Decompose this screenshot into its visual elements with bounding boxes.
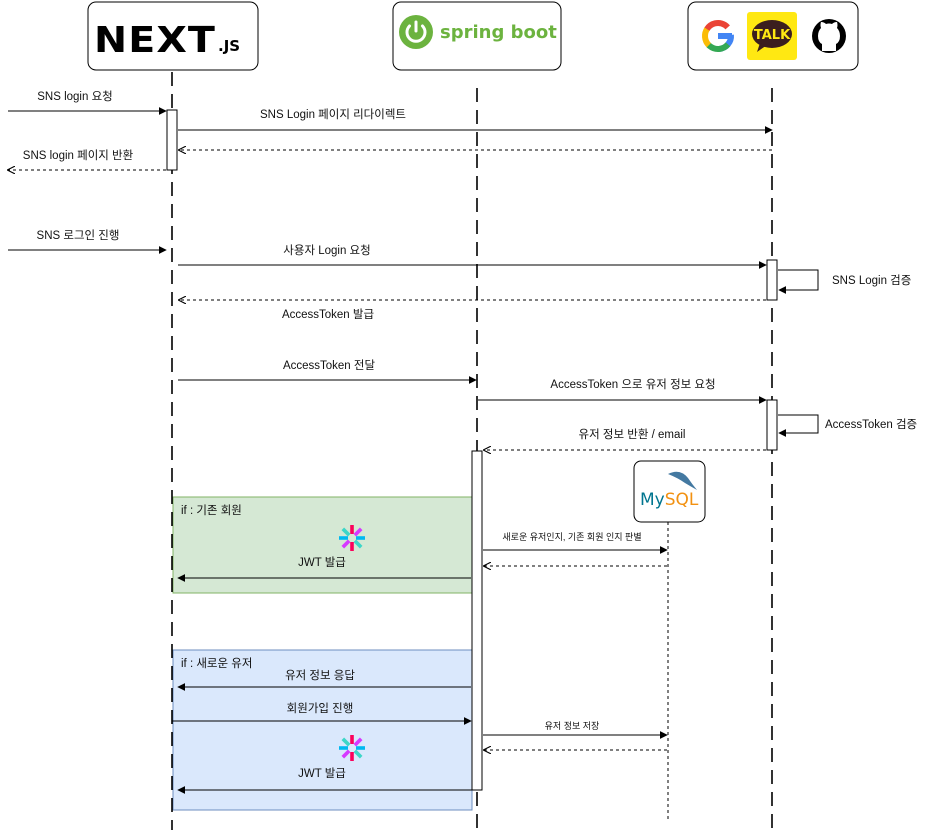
svg-text:사용자 Login 요청: 사용자 Login 요청 (283, 244, 370, 257)
svg-text:JWT 발급: JWT 발급 (298, 767, 346, 780)
message-jwt-issue-new: JWT 발급 (177, 767, 482, 794)
kakao-talk-label: TALK (754, 28, 791, 43)
svg-text:유저 정보 반환 / email: 유저 정보 반환 / email (579, 428, 686, 441)
message-access-token-pass: AccessToken 전달 (178, 358, 477, 384)
svg-text:회원가입 진행: 회원가입 진행 (287, 701, 354, 715)
fragment-new-user-label: if : 새로운 유저 (181, 657, 252, 670)
jwt-logo-ray (341, 527, 351, 537)
svg-text:SNS login 페이지 반환: SNS login 페이지 반환 (23, 149, 134, 162)
message-access-token-issue: AccessToken 발급 (179, 300, 766, 321)
springboot-activation (471, 450, 483, 791)
oauth-participant: TALK (687, 1, 859, 71)
svg-text:JWT 발급: JWT 발급 (298, 556, 346, 569)
mysql-participant: MySQL (633, 460, 706, 523)
mysql-logo-sql: SQL (665, 490, 699, 510)
svg-text:AccessToken 검증: AccessToken 검증 (825, 418, 917, 431)
svg-text:새로운 유저인지, 기존 회원 인지 판별: 새로운 유저인지, 기존 회원 인지 판별 (502, 532, 641, 542)
message-user-info-request: AccessToken 으로 유저 정보 요청 (478, 378, 767, 404)
jwt-logo-icon (339, 525, 365, 551)
message-jwt-issue-existing: JWT 발급 (177, 556, 471, 582)
svg-text:SNS login 요청: SNS login 요청 (37, 90, 113, 103)
jwt-logo-ray (353, 527, 363, 537)
jwt-logo-ray (341, 539, 351, 549)
springboot-participant: spring boot (392, 1, 562, 71)
message-sns-login-redirect: SNS Login 페이지 리다이렉트 (178, 108, 773, 134)
message-user-login-request: 사용자 Login 요청 (178, 244, 767, 269)
spring-leaf-icon (399, 15, 433, 49)
svg-text:SNS Login 검증: SNS Login 검증 (832, 274, 911, 287)
message-sns-login-request: SNS login 요청 (8, 90, 167, 115)
nextjs-participant: NEXT .JS (87, 1, 259, 71)
jwt-logo-ray (353, 737, 363, 747)
mysql-dolphin-icon (668, 471, 697, 490)
message-signup-progress: 회원가입 진행 (172, 701, 472, 725)
mysql-logo-my: My (640, 490, 665, 510)
fragment-existing-member-label: if : 기존 회원 (181, 503, 242, 517)
github-icon (812, 19, 846, 53)
jwt-logo-ray (341, 737, 351, 747)
svg-text:유저 정보 저장: 유저 정보 저장 (545, 721, 600, 731)
jwt-logo-ray (353, 539, 363, 549)
oauth-activation-token (766, 399, 778, 451)
fragment-new-user: if : 새로운 유저 (172, 649, 473, 811)
nextjs-logo: NEXT (94, 20, 216, 61)
message-user-info-save: 유저 정보 저장 (483, 721, 668, 739)
message-user-info-response: 유저 정보 응답 (177, 669, 471, 691)
jwt-logo-ray (341, 749, 351, 759)
jwt-logo-ray (353, 749, 363, 759)
message-member-check: 새로운 유저인지, 기존 회원 인지 판별 (483, 532, 668, 554)
oauth-activation-login (766, 259, 778, 301)
svg-text:SNS 로그인 진행: SNS 로그인 진행 (37, 229, 120, 242)
nextjs-activation (166, 109, 178, 171)
fragment-existing-member: if : 기존 회원 (172, 496, 473, 594)
kakao-talk-icon: TALK (747, 12, 797, 60)
springboot-logo-text: spring boot (440, 22, 557, 43)
message-sns-login-page-return: SNS login 페이지 반환 (8, 149, 166, 170)
message-access-token-verify: AccessToken 검증 (778, 414, 917, 437)
svg-text:AccessToken 으로 유저 정보 요청: AccessToken 으로 유저 정보 요청 (550, 378, 715, 391)
google-icon (702, 19, 734, 52)
svg-text:유저 정보 응답: 유저 정보 응답 (285, 669, 355, 682)
message-sns-login-progress: SNS 로그인 진행 (8, 229, 167, 254)
mysql-logo: MySQL (640, 490, 699, 510)
svg-text:AccessToken 발급: AccessToken 발급 (282, 308, 374, 321)
jwt-logo-icon (339, 735, 365, 761)
svg-text:AccessToken 전달: AccessToken 전달 (283, 358, 376, 372)
message-sns-login-verify: SNS Login 검증 (778, 269, 911, 294)
nextjs-logo-suffix: .JS (218, 37, 240, 55)
message-user-info-return: 유저 정보 반환 / email (484, 428, 766, 450)
svg-text:SNS Login 페이지 리다이렉트: SNS Login 페이지 리다이렉트 (260, 108, 406, 121)
